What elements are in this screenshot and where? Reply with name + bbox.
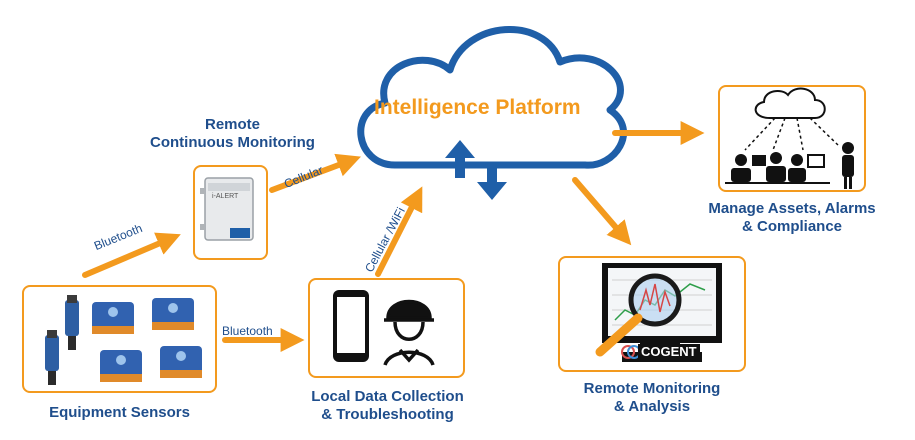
cloud-shape (357, 26, 627, 169)
local-data-line1: Local Data Collection (311, 388, 464, 405)
label-sensors-to-local: Bluetooth (222, 324, 273, 338)
remote-analysis-box (558, 256, 746, 372)
manage-assets-label: Manage Assets, Alarms & Compliance (700, 200, 884, 236)
sync-arrows-icon (445, 140, 507, 200)
wireless-sensor-icon (92, 302, 134, 334)
remote-device-icon (200, 177, 254, 241)
remote-device-box (193, 165, 268, 260)
equipment-sensors-label: Equipment Sensors (49, 404, 190, 421)
remote-analysis-line1: Remote Monitoring (583, 380, 721, 397)
arrow-cloud-to-analysis (572, 177, 632, 246)
arrow-remote-to-cloud (269, 153, 361, 193)
team-network-icon (725, 87, 854, 189)
manage-assets-box (718, 85, 866, 192)
local-data-label: Local Data Collection & Troubleshooting (290, 388, 485, 424)
arrow-local-to-cloud (375, 186, 423, 277)
field-worker-icon (383, 299, 435, 366)
remote-analysis-label: Remote Monitoring & Analysis (560, 380, 744, 416)
wireless-sensor-icon (160, 346, 202, 378)
vibration-sensor-icon (65, 295, 79, 350)
sensors-box (22, 285, 217, 393)
remote-analysis-line2: & Analysis (613, 398, 691, 415)
remote-continuous-line1: Remote (204, 116, 260, 133)
device-brand-text: i-ALERT (212, 193, 239, 200)
remote-continuous-line2: Continuous Monitoring (150, 134, 315, 151)
cloud-title: Intelligence Platform (374, 96, 581, 119)
local-data-box (308, 278, 465, 378)
vibration-sensor-icon (45, 330, 59, 385)
arrows (82, 121, 705, 352)
wireless-sensor-icon (100, 350, 142, 382)
manage-assets-line1: Manage Assets, Alarms (708, 200, 876, 217)
monitor-brand-text: COGENT (638, 344, 700, 359)
manage-assets-line2: & Compliance (741, 218, 843, 235)
arrow-sensors-to-remote (82, 232, 181, 278)
remote-continuous-label: Remote Continuous Monitoring (130, 116, 335, 152)
smartphone-icon (333, 290, 369, 362)
local-data-line2: & Troubleshooting (321, 406, 454, 423)
magnifier-icon (595, 273, 682, 357)
sensors-illustration (45, 295, 202, 385)
wireless-sensor-icon (152, 298, 194, 330)
